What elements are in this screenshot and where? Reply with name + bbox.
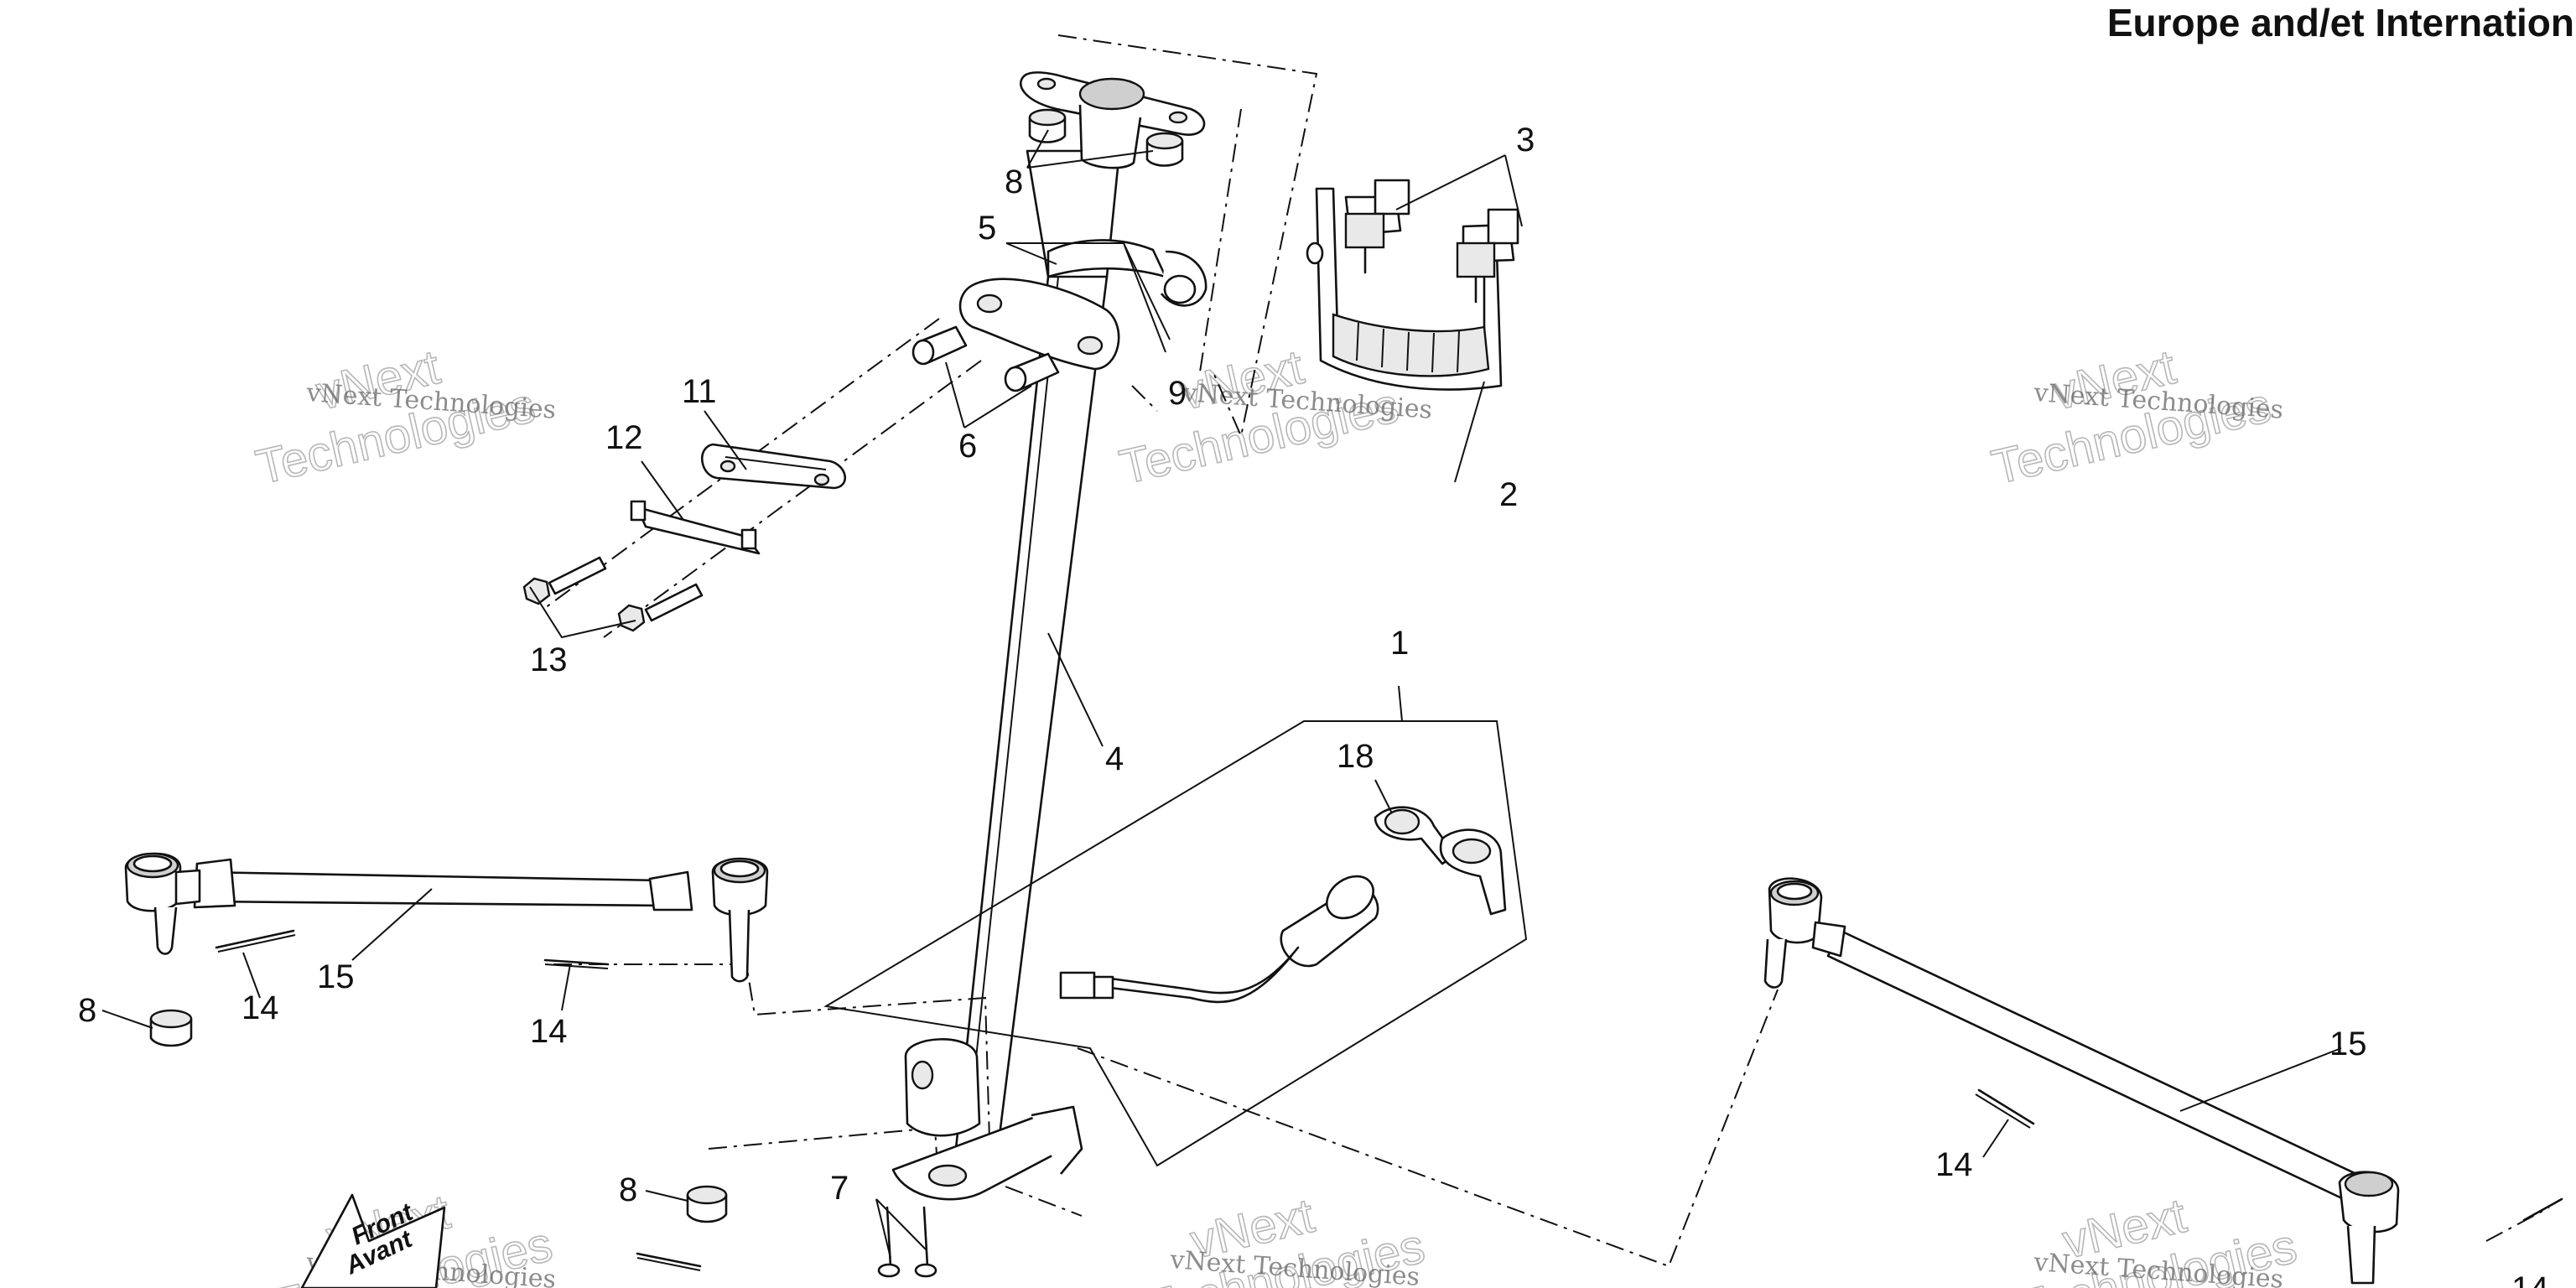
callout-1: 1: [1390, 625, 1409, 662]
callout-13: 13: [530, 641, 568, 678]
flange-nut: [1028, 108, 1067, 143]
callout-15-right: 15: [2329, 1026, 2367, 1062]
cotter-pin: [636, 1252, 702, 1271]
cotter-pin: [1975, 1088, 2035, 1129]
callout-7: 7: [830, 1170, 849, 1207]
region-title: Europe and/et Internation: [2106, 1, 2574, 44]
pivot-bushing: [1004, 352, 1060, 392]
tie-rod-end-left: [124, 852, 201, 955]
callout-12: 12: [605, 419, 643, 456]
gauge-bracket: [1306, 187, 1503, 391]
callout-8-left: 8: [78, 992, 96, 1029]
tie-rod-end-right: [1763, 877, 1846, 989]
callout-14-right: 14: [1935, 1146, 1973, 1183]
lower-nut: [686, 1185, 728, 1223]
gauge-housing: [1456, 208, 1519, 304]
pivot-bushing: [911, 325, 968, 366]
callout-4: 4: [1105, 740, 1124, 777]
callout-6: 6: [958, 428, 977, 465]
tie-rod-left: [193, 858, 693, 911]
tie-rod-nut: [149, 1009, 193, 1047]
callout-18: 18: [1337, 738, 1374, 775]
mounting-bolt: [522, 556, 607, 605]
gauge-housing: [1344, 179, 1410, 274]
tie-rod-end-left: [711, 857, 769, 983]
flange-nut: [1145, 132, 1184, 167]
column-clamp: [958, 239, 1208, 371]
ignition-key: [1439, 828, 1507, 916]
tie-rod-right: [1826, 929, 2358, 1201]
callout-8-upper: 8: [1005, 164, 1023, 200]
callout-14-far-right: 14: [2511, 1270, 2549, 1288]
callout-2: 2: [1499, 476, 1518, 513]
column-screw: [914, 1206, 937, 1278]
cotter-pin: [215, 929, 296, 953]
leader-lines: [101, 129, 2342, 1259]
cotter-pin: [543, 958, 610, 969]
callout-14-center: 14: [530, 1013, 568, 1050]
mounting-bolt: [617, 583, 704, 632]
lower-column-bracket: [891, 1038, 1083, 1201]
retainer-plate: [630, 500, 761, 555]
ignition-assembly-frame: [823, 720, 1528, 1167]
cotter-pin: [2522, 1197, 2563, 1222]
callout-3: 3: [1516, 122, 1535, 158]
callout-14-left: 14: [242, 989, 279, 1026]
callout-9: 9: [1168, 375, 1187, 412]
callout-11: 11: [682, 373, 717, 410]
ignition-switch: [1059, 875, 1379, 1004]
callout-labels: 1 2 3 4 5 6 7 8 8 8 9 11 12 13 14 14 14 …: [78, 122, 2549, 1288]
callout-15-left: 15: [317, 958, 355, 995]
column-screw: [877, 1206, 901, 1278]
callout-5: 5: [978, 210, 996, 247]
callout-8-lower: 8: [619, 1171, 637, 1208]
tie-rod-end-right: [2338, 1171, 2400, 1285]
tilt-plate: [700, 443, 847, 490]
assembly-lines: [544, 34, 2550, 1268]
